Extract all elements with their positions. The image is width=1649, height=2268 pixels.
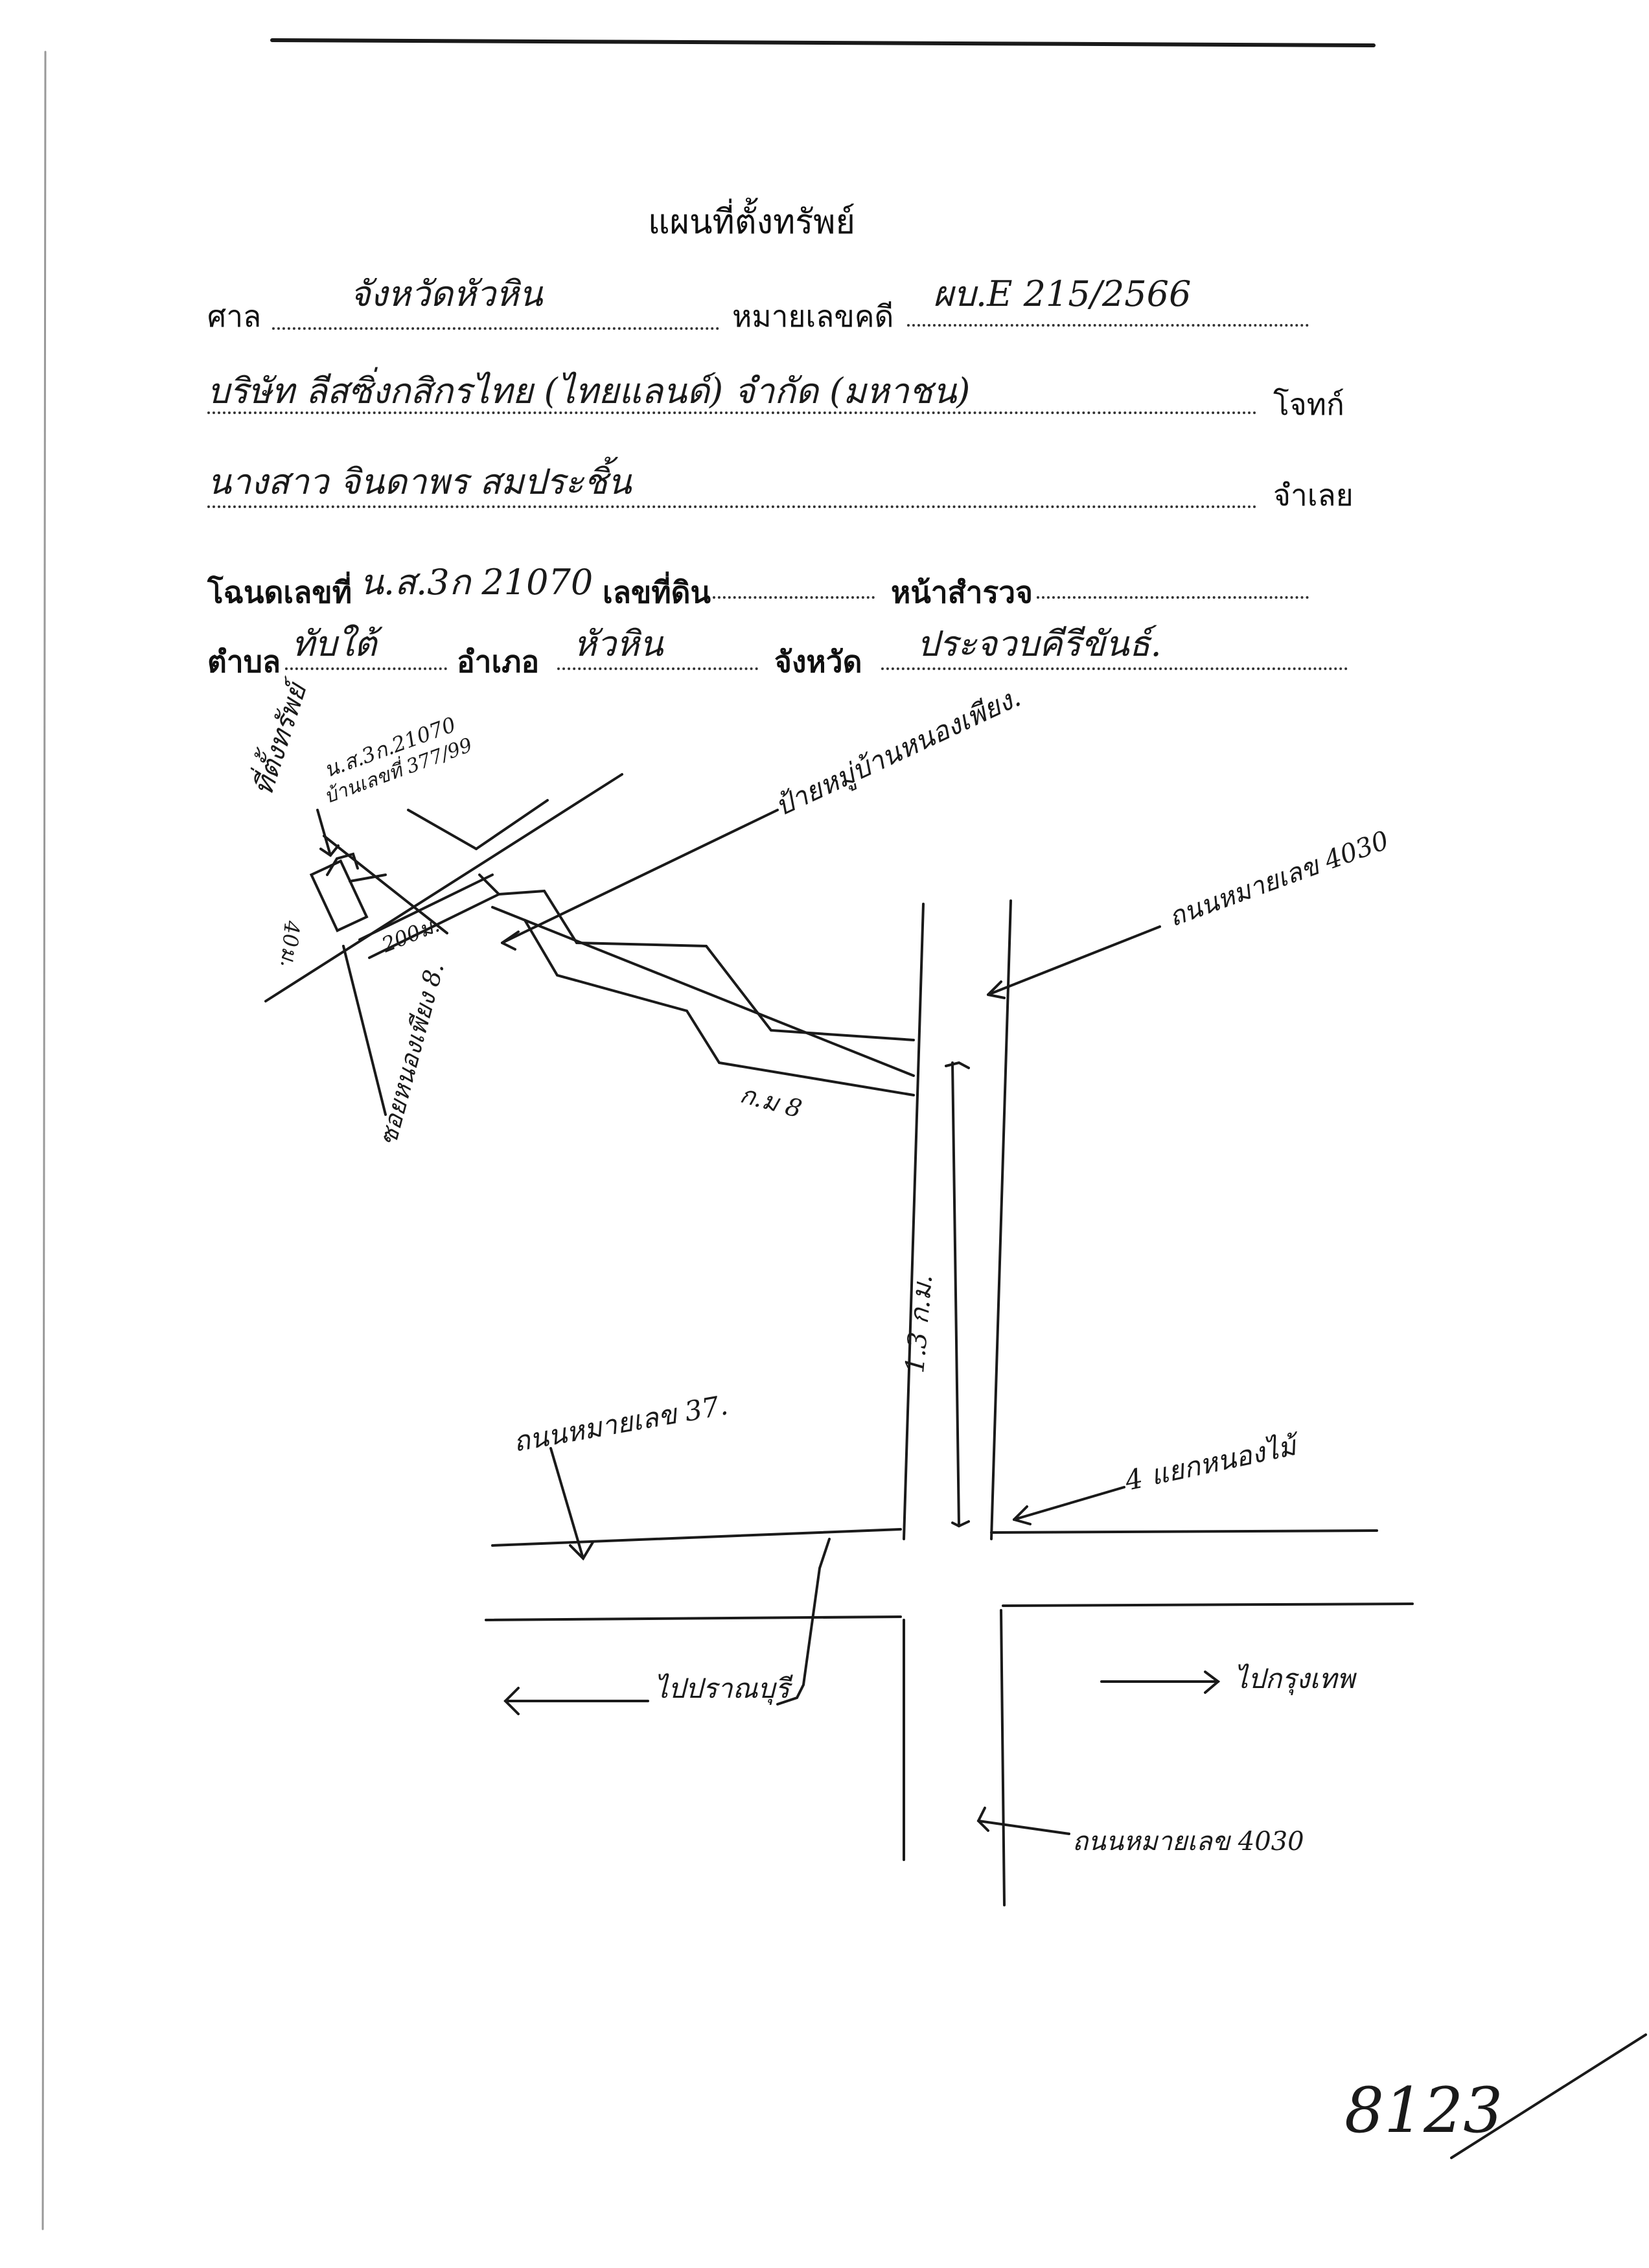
distance-note: 200ม. <box>378 912 443 958</box>
case-label: หมายเลขคดี <box>732 299 894 334</box>
property-label: ที่ตั้งทรัพย์ <box>243 673 314 799</box>
road-4030-top-arrow <box>987 925 1161 996</box>
subdistrict-dotted-line <box>285 667 447 670</box>
property-plot <box>309 859 369 932</box>
court-label: ศาล <box>207 299 262 334</box>
province-label: จังหวัด <box>774 644 862 679</box>
land-no-label: เลขที่ดิน <box>603 575 711 610</box>
road-4030-bottom-arrow <box>977 1820 1070 1835</box>
defendant-value: นางสาว จินดาพร สมประชิ้น <box>207 461 632 502</box>
property-arrow <box>316 809 332 857</box>
case-dotted-line <box>907 324 1309 327</box>
soi-road-line-2 <box>342 945 387 1116</box>
plaintiff-value: บริษัท ลีสซิ่งกสิกรไทย (ไทยแลนด์) จำกัด … <box>207 371 971 411</box>
to-pranburi-label: ไปปราณบุรี <box>654 1672 794 1705</box>
soi-label: ซอยหนองเพียง 8. <box>373 959 450 1148</box>
road-4030-east-edge-bottom <box>1000 1609 1006 1906</box>
subdistrict-label: ตำบล <box>207 644 281 679</box>
court-dotted-line <box>272 327 719 330</box>
deed-value: น.ส.3ก 21070 <box>360 562 594 603</box>
land-no-dotted-line <box>713 596 875 599</box>
province-dotted-line <box>881 667 1348 670</box>
plaintiff-label: โจทก์ <box>1273 387 1344 422</box>
survey-dotted-line <box>1037 596 1309 599</box>
sign-pointer <box>501 809 779 944</box>
distance-marker <box>951 1061 960 1527</box>
distance-13-label: 1.3 ก.ม. <box>900 1273 938 1374</box>
defendant-label: จำเลย <box>1273 478 1354 513</box>
plaintiff-dotted-line <box>207 411 1257 414</box>
road-4030-west-edge-top <box>903 903 925 1540</box>
court-value: จังหวัดหัวหิน <box>350 273 543 314</box>
subdistrict-value: ทับใต้ <box>292 623 377 664</box>
road-4030-east-edge-top <box>990 899 1012 1540</box>
page-number: 8123 <box>1344 2074 1503 2147</box>
road-4030-bottom-label: ถนนหมายเลข 4030 <box>1072 1827 1304 1857</box>
road-4030-top-label: ถนนหมายเลข 4030 <box>1165 826 1393 933</box>
village-sign: ป้ายหมู่บ้านหนองเพียง. <box>770 681 1026 823</box>
junction-label: 4 แยกหนองไม้ <box>1122 1428 1304 1497</box>
page-number-slash <box>1450 2033 1647 2159</box>
left-edge-line <box>41 51 47 2230</box>
case-value: ผบ.E 215/2566 <box>933 273 1192 314</box>
district-value: หัวหิน <box>573 623 663 664</box>
to-bangkok-label: ไปกรุงเทพ <box>1234 1663 1357 1695</box>
district-dotted-line <box>557 667 758 670</box>
access-road-upper <box>498 889 915 1041</box>
junction-arrow <box>1013 1486 1125 1521</box>
defendant-dotted-line <box>207 505 1257 508</box>
soi-road-line-1 <box>264 773 623 1002</box>
road-37-label: ถนนหมายเลข 37. <box>511 1389 730 1457</box>
access-road-lower <box>524 919 915 1096</box>
deed-label: โฉนดเลขที่ <box>207 575 352 610</box>
km-note: ก.ม 8 <box>737 1080 805 1123</box>
width-note: 40ม. <box>276 919 305 968</box>
road-37-north-edge-west <box>491 1528 902 1547</box>
road-37-arrow <box>549 1447 584 1560</box>
top-edge-line <box>270 38 1376 47</box>
survey-label: หน้าสำรวจ <box>891 575 1033 610</box>
page-title: แผนที่ตั้งทรัพย์ <box>648 203 855 242</box>
road-37-south-edge-east <box>1002 1603 1414 1607</box>
road-37-south-edge-west <box>485 1615 902 1621</box>
road-37-north-edge-east <box>990 1529 1378 1534</box>
district-label: อำเภอ <box>457 644 540 679</box>
province-value: ประจวบคีรีขันธ์. <box>917 623 1162 664</box>
